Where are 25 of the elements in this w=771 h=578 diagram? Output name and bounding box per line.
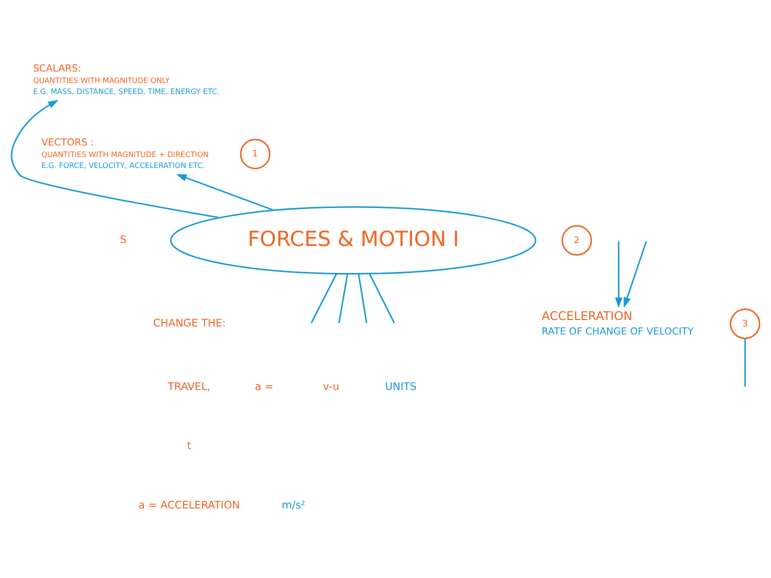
arrow xyxy=(624,240,648,308)
connector xyxy=(310,273,338,324)
label: t xyxy=(187,440,192,452)
connector xyxy=(744,338,746,387)
label: S xyxy=(120,234,126,246)
node-text: SCALARS: QUANTITIES WITH MAGNITUDE ONLY E.G. MASS, DISTANCE, SPEED, TIME, ENERGY ETC. xyxy=(33,63,220,96)
label: m/s² xyxy=(282,499,306,512)
arrow xyxy=(10,100,220,218)
label: a = xyxy=(254,381,274,394)
label: CHANGE THE: xyxy=(153,318,226,330)
node-ellipse: FORCES & MOTION I xyxy=(170,206,536,274)
node-text: VECTORS : QUANTITIES WITH MAGNITUDE + DIRECTION E.G. FORCE, VELOCITY, ACCELERATION ETC. xyxy=(41,137,209,170)
label: v-u xyxy=(322,381,340,394)
label: a = ACCELERATION xyxy=(138,499,240,512)
node-circle: 1 xyxy=(240,138,270,170)
connector xyxy=(368,273,395,324)
connector xyxy=(338,274,348,324)
node-text: ACCELERATION RATE OF CHANGE OF VELOCITY xyxy=(542,308,694,338)
connector xyxy=(358,274,368,324)
arrow xyxy=(176,174,274,212)
arrow xyxy=(615,241,622,308)
label: UNITS xyxy=(384,381,417,394)
node-circle: 2 xyxy=(562,225,592,256)
node-circle: 3 xyxy=(730,308,760,340)
label: TRAVEL, xyxy=(168,381,210,394)
